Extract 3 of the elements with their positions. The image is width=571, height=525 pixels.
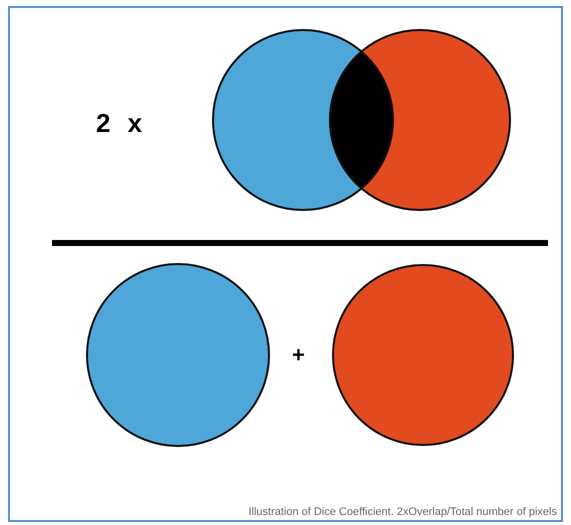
caption: Illustration of Dice Coefficient. 2xOverlap/Total number of pixels: [248, 506, 557, 518]
plus-sign: +: [292, 342, 305, 368]
multiplier-text: 2 x: [96, 108, 142, 139]
